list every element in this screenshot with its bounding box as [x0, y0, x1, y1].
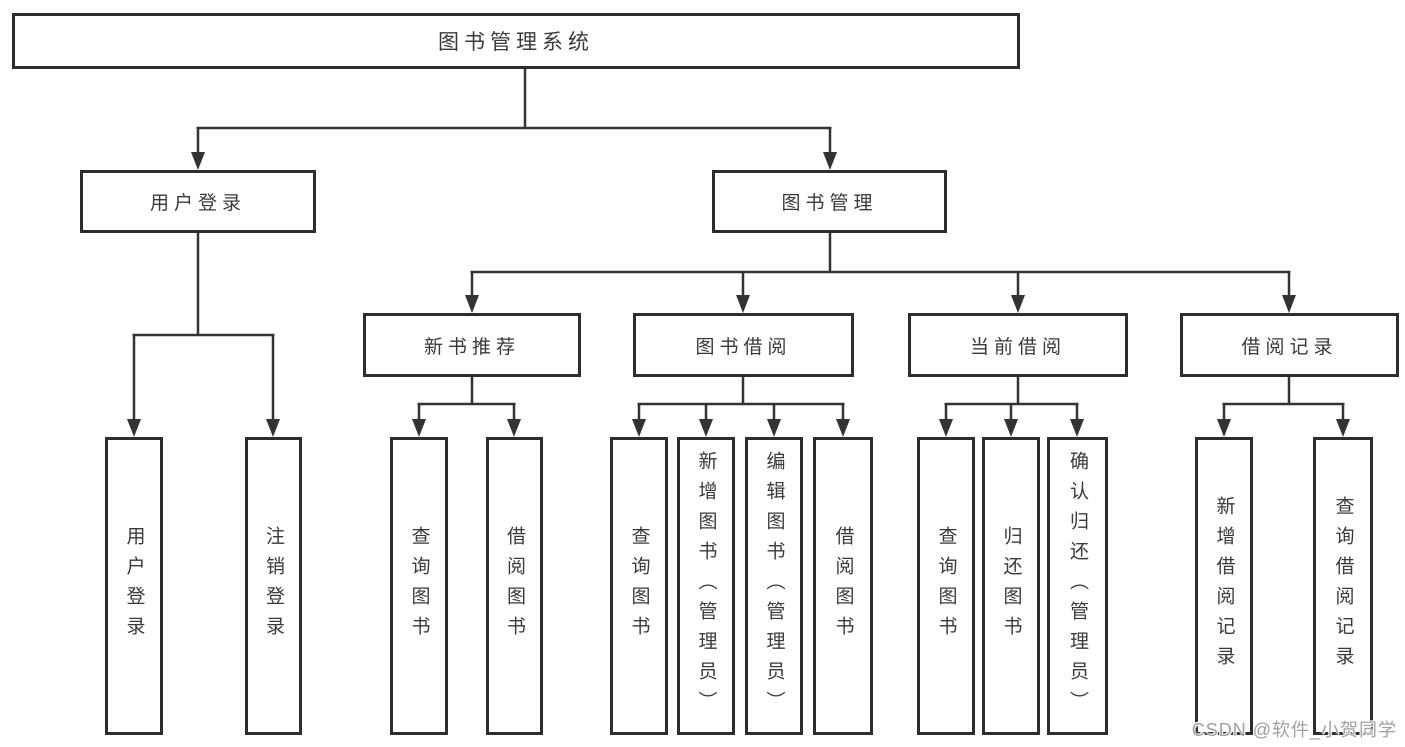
- node-borrowing-records: 借阅记录: [1180, 313, 1399, 377]
- node-label: 当前借阅: [969, 336, 1066, 358]
- csdn-watermark: CSDN @软件_小贺同学: [1191, 720, 1397, 740]
- connector-book-borrow-children: [632, 377, 850, 437]
- leaf-borrow-books: 借阅图书: [813, 437, 873, 735]
- node-label: 图书借阅: [695, 336, 792, 358]
- node-user-login: 用户登录: [80, 170, 316, 233]
- node-label: 新增借阅记录: [1213, 496, 1235, 676]
- connector-root-to-level2: [191, 69, 837, 170]
- node-label: 借阅图书: [504, 526, 525, 646]
- connector-book-mgmt-children: [465, 233, 1296, 313]
- node-book-borrowing: 图书借阅: [633, 313, 854, 377]
- node-label: 归还图书: [1000, 526, 1022, 646]
- node-label: 查询图书: [408, 526, 430, 646]
- leaf-user-login: 用户登录: [105, 437, 163, 735]
- node-label: 用户登录: [149, 193, 246, 214]
- node-library-system: 图书管理系统: [12, 13, 1020, 69]
- leaf-add-books-admin: 新增图书（管理员）: [677, 437, 735, 735]
- node-label: 借阅记录: [1241, 336, 1338, 358]
- leaf-edit-books-admin: 编辑图书（管理员）: [745, 437, 803, 735]
- node-label: 新书推荐: [423, 336, 520, 358]
- node-label: 查询借阅记录: [1332, 496, 1354, 676]
- leaf-query-books: 查询图书: [610, 437, 668, 735]
- node-label: 借阅图书: [832, 526, 854, 646]
- node-label: 确认归还（管理员）: [1067, 451, 1088, 721]
- leaf-query-books-current: 查询图书: [917, 437, 975, 735]
- node-label: 图书管理: [781, 193, 878, 214]
- connector-current-borrow-children: [939, 377, 1084, 437]
- connector-user-login-children: [127, 233, 280, 437]
- node-new-book-recommend: 新书推荐: [363, 313, 581, 377]
- leaf-confirm-return-admin: 确认归还（管理员）: [1047, 437, 1108, 735]
- node-label: 查询图书: [935, 526, 957, 646]
- leaf-logout: 注销登录: [245, 437, 302, 735]
- node-label: 用户登录: [123, 526, 145, 646]
- leaf-query-books-recommend: 查询图书: [390, 437, 448, 735]
- node-label: 图书管理系统: [438, 31, 594, 54]
- leaf-return-books: 归还图书: [982, 437, 1040, 735]
- leaf-query-borrow-record: 查询借阅记录: [1313, 437, 1373, 735]
- node-book-management: 图书管理: [712, 170, 947, 233]
- node-label: 编辑图书（管理员）: [763, 451, 785, 721]
- node-current-borrowing: 当前借阅: [908, 313, 1128, 377]
- node-label: 查询图书: [628, 526, 650, 646]
- connector-new-book-rec-children: [412, 377, 521, 437]
- connector-borrow-records-children: [1217, 377, 1350, 437]
- node-label: 注销登录: [263, 526, 284, 646]
- leaf-add-borrow-record: 新增借阅记录: [1195, 437, 1253, 735]
- leaf-borrow-books-recommend: 借阅图书: [486, 437, 543, 735]
- node-label: 新增图书（管理员）: [695, 451, 717, 721]
